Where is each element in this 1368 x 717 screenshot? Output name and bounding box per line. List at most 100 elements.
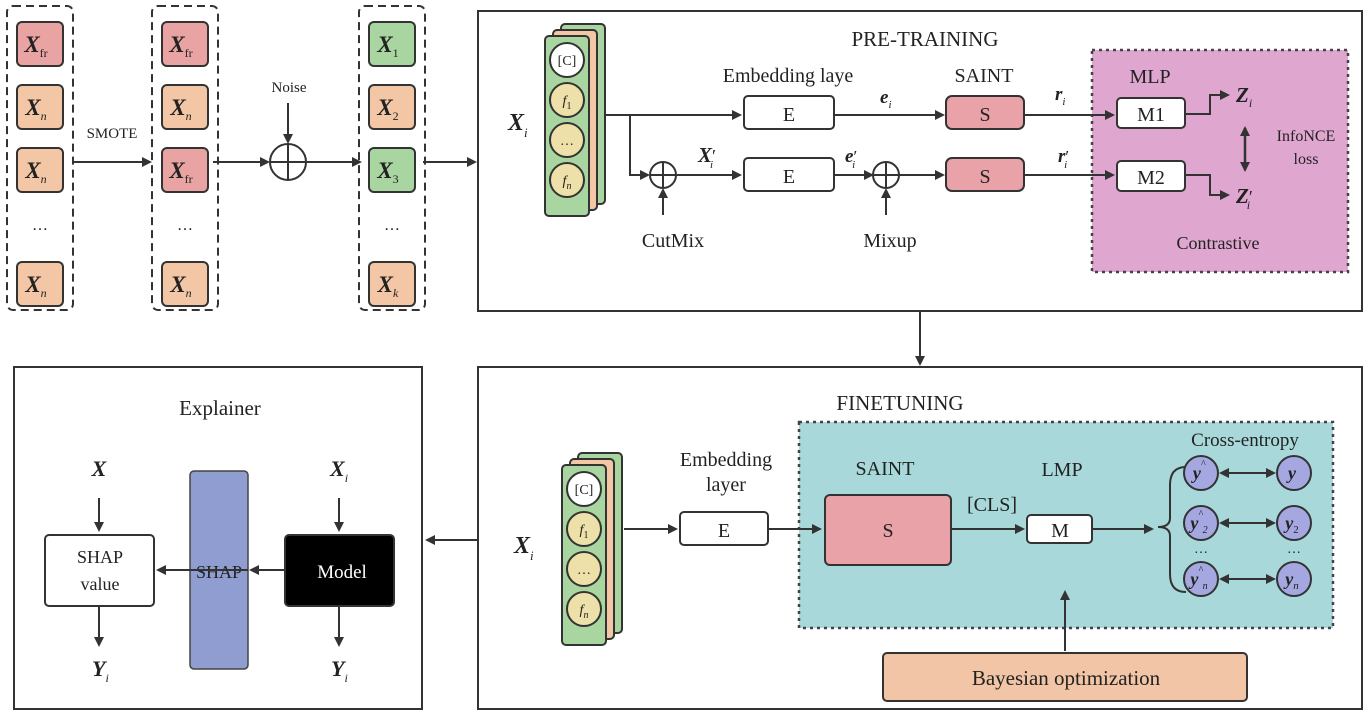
finetuning-input-label: Xi	[513, 533, 534, 563]
cls-label: [CLS]	[967, 494, 1017, 516]
ellipsis: …	[1287, 542, 1301, 557]
prediction-node: y^2	[1183, 505, 1219, 541]
sample-box: Xfr	[161, 147, 209, 193]
token-label: fn	[580, 603, 589, 621]
ellipsis: …	[1194, 542, 1208, 557]
mlp-label: MLP	[1129, 66, 1170, 88]
token-label: f1	[580, 523, 589, 541]
x-label: X	[91, 456, 108, 481]
embedding-box-top	[743, 95, 835, 130]
infonce-label-2: loss	[1294, 151, 1319, 168]
contrastive-label: Contrastive	[1177, 233, 1260, 253]
mlp-box-2	[1116, 160, 1186, 192]
svg-text:yn: yn	[1283, 569, 1299, 592]
ft-embedding-label-1: Embedding	[680, 449, 772, 471]
sample-label: Xn	[169, 95, 191, 123]
sample-box: Xk	[368, 261, 416, 307]
cross-entropy-label: Cross-entropy	[1191, 430, 1299, 451]
true-label-node: y	[1276, 455, 1312, 491]
true-label-node: y2	[1276, 505, 1312, 541]
ft-saint-label: SAINT	[856, 458, 915, 480]
prediction-node: y^n	[1183, 561, 1219, 597]
embedding-box-top-label: E	[783, 104, 795, 126]
sample-box: Xfr	[16, 21, 64, 67]
pretraining-input-label: Xi	[507, 110, 528, 140]
saint-label: SAINT	[955, 65, 1014, 87]
pretraining-token-stack: [C]f1…fn	[544, 23, 606, 217]
lmp-label: LMP	[1041, 459, 1082, 481]
output-brace	[1157, 466, 1187, 593]
dashed-group-border	[151, 5, 219, 311]
sample-label: Xn	[169, 272, 191, 300]
token-label: fn	[563, 174, 572, 192]
dashed-group-border	[6, 5, 74, 311]
ft-embedding-label-2: layer	[706, 474, 746, 496]
sample-box: X3	[368, 147, 416, 193]
sample-label: Xfr	[23, 32, 47, 60]
token-circle	[566, 471, 602, 507]
token-circle	[566, 551, 602, 587]
svg-text:y^n: y^n	[1188, 565, 1207, 592]
sample-box: Xn	[161, 261, 209, 307]
ellipsis: …	[177, 217, 193, 234]
embedding-box-bottom-label: E	[783, 166, 795, 188]
sample-label: X3	[376, 158, 398, 186]
sample-label: Xn	[24, 158, 46, 186]
z-top-arrow	[1186, 90, 1230, 115]
e-i-prime-label: e′i	[845, 146, 857, 171]
saint-box-top	[945, 95, 1025, 130]
smote-label: SMOTE	[87, 126, 138, 142]
ft-embedding-box-label: E	[718, 520, 730, 542]
z-i-label: Zi	[1235, 83, 1252, 110]
sample-box: Xn	[16, 261, 64, 307]
sample-box: Xn	[161, 84, 209, 130]
saint-box-bottom-label: S	[979, 166, 990, 188]
token-label: …	[560, 134, 574, 149]
noise-label: Noise	[272, 80, 307, 96]
shap-bar-label: SHAP	[196, 562, 242, 582]
z-bottom-arrow	[1186, 174, 1230, 200]
sample-box: Xfr	[161, 21, 209, 67]
token-label: [C]	[558, 54, 577, 69]
x-i-prime-label: X′i	[697, 143, 716, 171]
sample-label: X2	[376, 95, 398, 123]
sample-label: Xk	[377, 272, 399, 300]
mixup-label: Mixup	[863, 230, 916, 252]
sample-box: X2	[368, 84, 416, 130]
shap-value-label-2: value	[81, 574, 120, 594]
sample-label: X1	[376, 32, 398, 60]
svg-text:y^2: y^2	[1188, 509, 1207, 536]
shap-value-box	[44, 534, 155, 607]
token-circle	[566, 511, 602, 547]
sample-label: Xn	[24, 272, 46, 300]
shap-value-label-1: SHAP	[77, 547, 123, 567]
r-i-prime-label: r′i	[1058, 146, 1069, 171]
cross-entropy-node-pairs: y^ y y^2 y2 y^n yn … …	[1183, 455, 1312, 597]
svg-text:y^: y^	[1191, 459, 1206, 483]
token-circle	[566, 591, 602, 627]
sample-label: Xfr	[168, 158, 192, 186]
infonce-label-1: InfoNCE	[1277, 128, 1336, 145]
finetuning-token-stack: [C]f1…fn	[561, 452, 623, 646]
mlp-box-1-label: M1	[1137, 104, 1165, 126]
token-circle	[549, 122, 585, 158]
bottom-branch-arrow	[629, 115, 650, 180]
model-label: Model	[317, 562, 367, 583]
mlp-box-2-label: M2	[1137, 167, 1165, 189]
sample-label: Xfr	[168, 32, 192, 60]
prediction-node: y^	[1183, 455, 1219, 491]
embedding-label: Embedding laye	[723, 65, 854, 87]
z-i-prime-label: Z′i	[1235, 184, 1253, 212]
r-i-label: ri	[1055, 84, 1065, 108]
lmp-box-label: M	[1051, 520, 1069, 542]
true-label-node: yn	[1276, 561, 1312, 597]
finetuning-title: FINETUNING	[836, 391, 963, 415]
token-circle	[549, 82, 585, 118]
sample-box: X1	[368, 21, 416, 67]
sample-box: Xn	[16, 147, 64, 193]
ft-saint-box-label: S	[882, 520, 893, 542]
e-i-label: ei	[880, 87, 892, 111]
